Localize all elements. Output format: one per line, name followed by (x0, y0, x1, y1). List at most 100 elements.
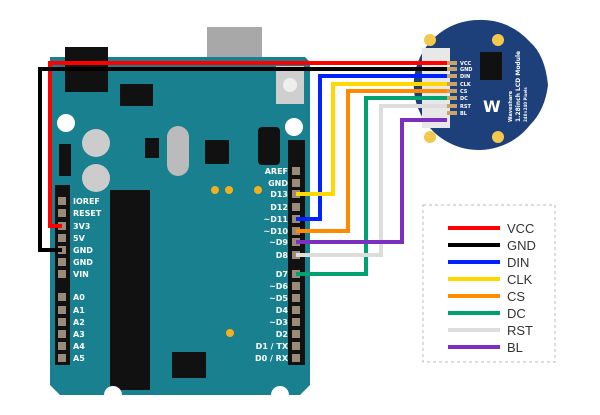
ic-small (145, 138, 159, 158)
diode (59, 144, 71, 176)
icsp-header (258, 127, 280, 165)
module-pin-label: RST (460, 104, 471, 110)
pin-label: ~D6 (269, 282, 288, 291)
led (226, 329, 234, 337)
led (211, 186, 219, 194)
wire-vcc (48, 61, 447, 228)
wire-gnd (38, 67, 447, 252)
pin-label: ~D3 (269, 318, 288, 327)
led (225, 186, 233, 194)
pin-label: A3 (73, 330, 85, 339)
pin-header-socket[interactable] (292, 318, 300, 326)
module-pin-label: BL (460, 111, 468, 117)
pin-label: A5 (73, 354, 85, 363)
module-pin (447, 104, 457, 108)
wire-clk (296, 82, 447, 196)
pin-label: D12 (270, 203, 288, 212)
pin-label: GND (73, 246, 93, 255)
pin-header-socket[interactable] (292, 167, 300, 175)
pin-label: D13 (270, 190, 288, 199)
pin-header-socket[interactable] (58, 306, 66, 314)
module-pin-label: GND (460, 67, 472, 73)
reset-button-cap[interactable] (283, 78, 297, 92)
module-text: Waveshare 1.28inch LCD Module 240×240 Pi… (508, 51, 528, 122)
pin-label: GND (73, 258, 93, 267)
pin-header-socket[interactable] (58, 318, 66, 326)
pin-header-socket[interactable] (58, 342, 66, 350)
module-pin (447, 82, 457, 86)
pin-label: ~D5 (269, 294, 288, 303)
regulator (120, 84, 153, 106)
wire-din (296, 74, 447, 221)
legend-label: GND (507, 238, 536, 253)
pin-header-socket[interactable] (292, 294, 300, 302)
legend-label: CS (507, 289, 525, 304)
module-brand: Waveshare (508, 90, 514, 122)
pin-header-socket[interactable] (58, 270, 66, 278)
pin-header-socket[interactable] (58, 209, 66, 217)
module-connector (422, 48, 450, 128)
wire-bl (296, 118, 447, 244)
pin-label: GND (268, 179, 288, 188)
module-pin-label: CLK (460, 82, 472, 88)
pin-header-socket[interactable] (292, 342, 300, 350)
module-pin-label: VCC (460, 61, 472, 67)
pin-header-socket[interactable] (58, 293, 66, 301)
mount-hole (285, 118, 303, 136)
pin-header-socket[interactable] (292, 354, 300, 362)
pin-label: 3V3 (73, 222, 90, 231)
pin-label: ~D10 (264, 227, 289, 236)
pin-header-socket[interactable] (58, 234, 66, 242)
pin-header-socket[interactable] (292, 203, 300, 211)
crystal (167, 126, 189, 176)
pin-label: D7 (276, 270, 288, 279)
module-hole (424, 131, 436, 143)
usb-chip (205, 140, 229, 164)
pin-label: 5V (73, 234, 86, 243)
atmega-chip (110, 190, 150, 390)
pin-label: D0 / RX (255, 354, 289, 363)
pin-label: ~D11 (264, 215, 289, 224)
waveshare-logo: W (483, 97, 501, 116)
pin-header-socket[interactable] (58, 197, 66, 205)
pin-label: IOREF (73, 197, 100, 206)
module-hole (492, 131, 504, 143)
module-pin (447, 111, 457, 115)
module-pin (447, 74, 457, 78)
wire-dc (296, 96, 447, 276)
module-hole (492, 34, 504, 46)
pin-header-socket[interactable] (292, 282, 300, 290)
pin-label: D4 (276, 306, 289, 315)
capacitor (82, 129, 110, 157)
mount-hole (104, 386, 122, 404)
pin-header-socket[interactable] (58, 354, 66, 362)
pin-label: D1 / TX (256, 342, 289, 351)
pin-header-socket[interactable] (292, 330, 300, 338)
module-pin-label: DC (460, 96, 468, 102)
pin-label: D8 (276, 251, 289, 260)
module-pin-label: DIN (460, 74, 470, 80)
module-pin (447, 61, 457, 65)
pin-label: A0 (73, 293, 85, 302)
pin-header-socket[interactable] (292, 306, 300, 314)
legend-box (422, 204, 556, 363)
wire-rst (296, 104, 447, 257)
pin-label: ~D9 (269, 238, 288, 247)
legend-label: DC (507, 306, 526, 321)
module-subtitle: 240×240 Pixels (523, 87, 528, 122)
legend-label: CLK (507, 272, 533, 287)
pin-label: A4 (73, 342, 85, 351)
module-pin-label: CS (460, 89, 468, 95)
module-chip (480, 52, 502, 80)
led (254, 186, 262, 194)
pin-header-socket[interactable] (58, 330, 66, 338)
arduino-board: AREFGNDD13D12~D11~D10~D9D8D7~D6~D5D4~D3D… (50, 27, 310, 404)
pin-header-socket[interactable] (292, 179, 300, 187)
legend-label: VCC (507, 221, 534, 236)
mount-hole (57, 114, 75, 132)
pin-header-socket[interactable] (58, 258, 66, 266)
